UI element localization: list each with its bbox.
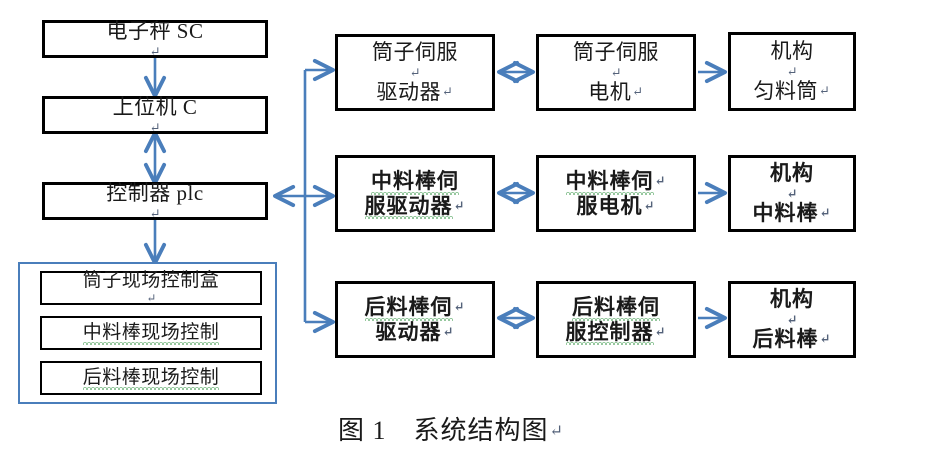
node-line-2: 驱动器: [376, 80, 442, 105]
node-rear-rod-field-ctrl-label: 后料棒现场控制: [82, 366, 220, 391]
node-line-1: 机构: [770, 161, 814, 186]
paragraph-mark: ↵: [149, 119, 162, 135]
node-line-1: 筒子伺服: [573, 40, 659, 65]
figure-caption: 图 1 系统结构图↵: [338, 410, 564, 447]
node-rear-rod-servo-controller[interactable]: 后料棒伺 服控制器↵: [536, 281, 696, 358]
paragraph-mark: ↵: [149, 205, 162, 221]
node-line-1: 后料棒伺: [572, 294, 660, 321]
node-rear-rod-field-ctrl[interactable]: 后料棒现场控制: [40, 361, 262, 395]
node-line-2: 匀料筒: [753, 79, 819, 104]
node-line-1: 筒子伺服: [372, 40, 458, 65]
paragraph-mark: ↵: [786, 311, 799, 327]
paragraph-mark: ↵: [654, 172, 667, 188]
node-line-2: 服控制器: [565, 319, 654, 346]
paragraph-mark: ↵: [146, 292, 157, 306]
node-host-pc-label: 上位机 C: [112, 94, 198, 119]
figure-caption-text: 图 1 系统结构图: [338, 416, 549, 445]
paragraph-mark: ↵: [453, 197, 466, 213]
node-mid-rod-servo-motor[interactable]: 中料棒伺↵ 服电机↵: [536, 155, 696, 232]
node-mid-rod-field-ctrl[interactable]: 中料棒现场控制: [40, 316, 262, 350]
paragraph-mark: ↵: [819, 331, 832, 347]
paragraph-mark: ↵: [654, 323, 667, 339]
node-mid-rod-servo-driver[interactable]: 中料棒伺 服驱动器↵: [335, 155, 495, 232]
node-bobbin-field-box[interactable]: 筒子现场控制盒↵: [40, 269, 262, 306]
node-line-2: 服驱动器: [364, 193, 453, 220]
node-line-1: 机构: [770, 287, 814, 312]
node-mech-leveling-drum[interactable]: 机构↵ 匀料筒↵: [728, 32, 856, 111]
paragraph-mark: ↵: [442, 84, 454, 100]
node-host-pc[interactable]: 上位机 C↵: [42, 94, 268, 135]
paragraph-mark: ↵: [786, 185, 799, 201]
paragraph-mark: ↵: [549, 422, 565, 440]
paragraph-mark: ↵: [643, 197, 656, 213]
node-bobbin-field-box-label: 筒子现场控制盒: [82, 269, 220, 291]
node-mid-rod-field-ctrl-label: 中料棒现场控制: [82, 321, 220, 346]
paragraph-mark: ↵: [149, 43, 162, 59]
paragraph-mark: ↵: [786, 63, 799, 79]
node-line-1: 后料棒伺: [364, 294, 453, 321]
paragraph-mark: ↵: [819, 205, 832, 221]
paragraph-mark: ↵: [632, 84, 644, 100]
node-mech-rear-rod[interactable]: 机构↵ 后料棒↵: [728, 281, 856, 358]
node-line-2: 后料棒: [752, 327, 819, 352]
node-line-1: 中料棒伺: [565, 168, 654, 195]
node-line-1: 机构: [770, 39, 814, 64]
node-controller-plc-label: 控制器 plc: [106, 180, 204, 205]
node-line-2: 服电机: [576, 193, 643, 218]
node-bobbin-servo-driver[interactable]: 筒子伺服↵ 驱动器↵: [335, 34, 495, 111]
paragraph-mark: ↵: [409, 64, 422, 80]
node-controller-plc[interactable]: 控制器 plc↵: [42, 180, 268, 221]
node-rear-rod-servo-driver[interactable]: 后料棒伺↵ 驱动器↵: [335, 281, 495, 358]
node-line-2: 中料棒: [752, 201, 819, 226]
node-line-2: 驱动器: [375, 319, 442, 344]
paragraph-mark: ↵: [610, 64, 623, 80]
node-mech-mid-rod[interactable]: 机构↵ 中料棒↵: [728, 155, 856, 232]
node-line-2: 电机: [588, 80, 632, 105]
node-bobbin-servo-motor[interactable]: 筒子伺服↵ 电机↵: [536, 34, 696, 111]
paragraph-mark: ↵: [453, 298, 466, 314]
node-line-1: 中料棒伺: [371, 168, 459, 195]
paragraph-mark: ↵: [819, 83, 831, 99]
paragraph-mark: ↵: [442, 323, 455, 339]
node-scale[interactable]: 电子秤 SC↵: [42, 18, 268, 59]
node-scale-label: 电子秤 SC: [106, 18, 204, 43]
